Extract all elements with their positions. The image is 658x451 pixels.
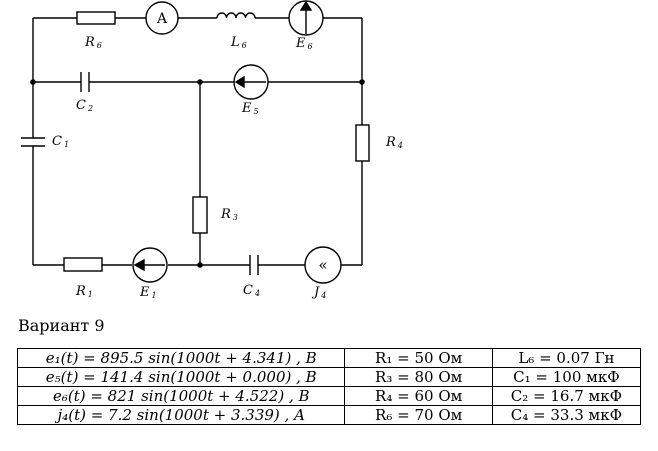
junction-node xyxy=(359,79,365,85)
table-cell: j₄(t) = 7.2 sin(1000t + 3.339) , A xyxy=(16,405,346,425)
table-cell: R₁ = 50 Ом xyxy=(344,348,493,368)
resistor-r4 xyxy=(355,124,370,162)
ammeter-icon xyxy=(145,1,179,35)
variant-title: Вариант 9 xyxy=(18,316,105,335)
junction-node xyxy=(30,79,36,85)
current-source-j4-icon xyxy=(304,246,342,284)
table-cell: R₃ = 80 Ом xyxy=(344,367,493,387)
j4-symbol: « xyxy=(318,256,327,274)
table-cell: C₂ = 16.7 мкФ xyxy=(491,386,642,406)
table-cell: C₁ = 100 мкФ xyxy=(491,367,642,387)
table-cell: e₁(t) = 895.5 sin(1000t + 4.341) , B xyxy=(16,348,346,368)
table-row: j₄(t) = 7.2 sin(1000t + 3.339) , A R₆ = … xyxy=(16,405,642,425)
inductor-l6 xyxy=(216,12,256,19)
table-cell: R₆ = 70 Ом xyxy=(344,405,493,425)
table-cell: C₄ = 33.3 мкФ xyxy=(491,405,642,425)
table-row: e₁(t) = 895.5 sin(1000t + 4.341) , B R₁ … xyxy=(16,348,642,368)
table-cell: R₄ = 60 Ом xyxy=(344,386,493,406)
table-row: e₆(t) = 821 sin(1000t + 4.522) , B R₄ = … xyxy=(16,386,642,406)
resistor-r3 xyxy=(192,196,208,234)
parameters-table: e₁(t) = 895.5 sin(1000t + 4.341) , B R₁ … xyxy=(16,348,642,425)
table-row: e₅(t) = 141.4 sin(1000t + 0.000) , B R₃ … xyxy=(16,367,642,387)
junction-node xyxy=(197,262,203,268)
ammeter-label: A xyxy=(156,11,168,27)
junction-node xyxy=(197,79,203,85)
source-e1-icon xyxy=(132,247,168,283)
table-cell: e₅(t) = 141.4 sin(1000t + 0.000) , B xyxy=(16,367,346,387)
capacitor-c2 xyxy=(80,72,90,92)
source-e5-icon xyxy=(233,64,269,100)
source-e6-icon xyxy=(288,0,324,36)
circuit-diagram: A « R6 L6 E6 C2 E5 C1 R4 R3 R1 E1 C4 J4 xyxy=(21,0,403,300)
resistor-r6 xyxy=(76,11,116,25)
table-cell: e₆(t) = 821 sin(1000t + 4.522) , B xyxy=(16,386,346,406)
table-cell: L₆ = 0.07 Гн xyxy=(491,348,642,368)
capacitor-c4 xyxy=(249,255,259,275)
capacitor-c1 xyxy=(21,137,45,147)
resistor-r1 xyxy=(63,257,103,272)
